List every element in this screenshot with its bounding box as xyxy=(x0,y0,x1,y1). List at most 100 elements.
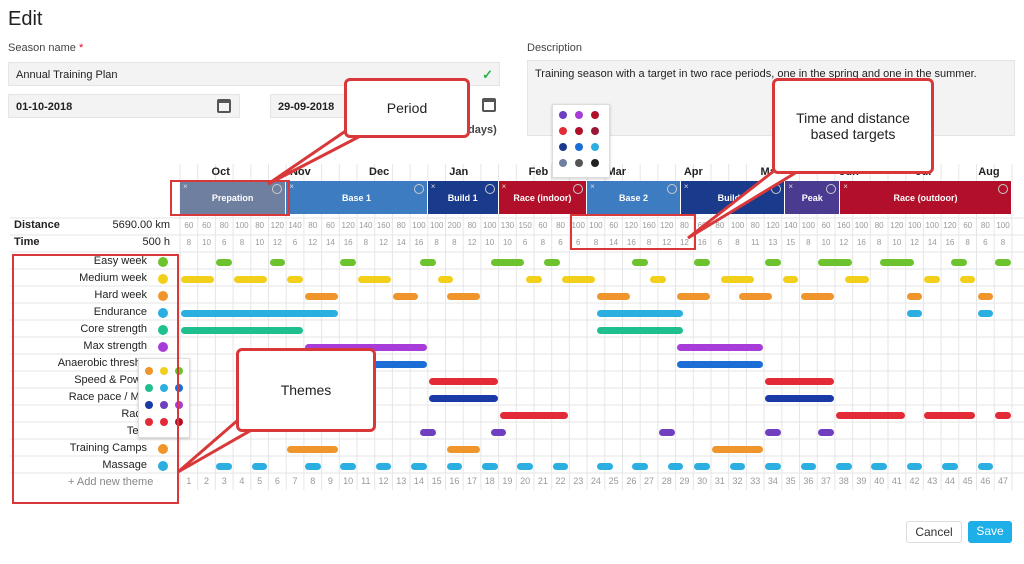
distance-cell[interactable]: 60 xyxy=(963,221,973,230)
distance-cell[interactable]: 120 xyxy=(766,221,780,230)
distance-cell[interactable]: 80 xyxy=(750,221,760,230)
color-circle-icon[interactable] xyxy=(573,184,584,194)
distance-cell[interactable]: 80 xyxy=(219,221,229,230)
time-cell[interactable]: 12 xyxy=(308,238,318,247)
time-cell[interactable]: 15 xyxy=(786,238,796,247)
close-icon[interactable]: × xyxy=(590,182,595,191)
distance-cell[interactable]: 60 xyxy=(821,221,831,230)
time-cell[interactable]: 10 xyxy=(821,238,831,247)
color-swatch[interactable] xyxy=(575,111,583,119)
theme-color-dot[interactable] xyxy=(158,308,168,318)
distance-cell[interactable]: 80 xyxy=(715,221,725,230)
theme-bar[interactable] xyxy=(419,429,436,436)
time-cell[interactable]: 14 xyxy=(609,238,619,247)
theme-bar[interactable] xyxy=(349,361,427,368)
distance-cell[interactable]: 80 xyxy=(308,221,318,230)
theme-bar[interactable] xyxy=(924,276,941,283)
close-icon[interactable]: × xyxy=(683,182,689,191)
color-swatch[interactable] xyxy=(160,418,168,426)
color-circle-icon[interactable] xyxy=(826,184,837,194)
theme-bar[interactable] xyxy=(632,463,649,470)
distance-cell[interactable]: 100 xyxy=(412,221,426,230)
color-swatch[interactable] xyxy=(160,367,168,375)
distance-cell[interactable]: 80 xyxy=(874,221,884,230)
theme-bar[interactable] xyxy=(871,463,887,470)
theme-label[interactable]: Anaerobic thresho xyxy=(57,357,147,369)
distance-cell[interactable]: 80 xyxy=(255,221,265,230)
theme-bar[interactable] xyxy=(269,259,286,266)
theme-bar[interactable] xyxy=(880,259,914,266)
theme-bar[interactable] xyxy=(835,463,852,470)
distance-cell[interactable]: 100 xyxy=(483,221,497,230)
theme-bar[interactable] xyxy=(906,293,923,300)
theme-bar[interactable] xyxy=(977,310,994,317)
theme-bar[interactable] xyxy=(561,276,595,283)
theme-bar[interactable] xyxy=(234,276,268,283)
time-cell[interactable]: 8 xyxy=(735,238,740,247)
theme-bar[interactable] xyxy=(181,327,303,334)
theme-bar[interactable] xyxy=(517,463,533,470)
theme-bar[interactable] xyxy=(490,259,525,266)
theme-bar[interactable] xyxy=(419,259,436,266)
color-swatch[interactable] xyxy=(591,143,599,151)
color-circle-icon[interactable] xyxy=(666,184,677,194)
theme-bar[interactable] xyxy=(995,412,1011,419)
time-cell[interactable]: 6 xyxy=(558,238,563,247)
distance-cell[interactable]: 100 xyxy=(925,221,939,230)
time-cell[interactable]: 8 xyxy=(186,238,192,247)
distance-cell[interactable]: 150 xyxy=(518,221,532,230)
cancel-button[interactable]: Cancel xyxy=(906,521,962,543)
theme-bar[interactable] xyxy=(942,463,958,470)
theme-label[interactable]: Speed & Powe xyxy=(74,374,147,386)
theme-bar[interactable] xyxy=(694,259,710,266)
period-block[interactable]: Race (indoor)× xyxy=(498,181,588,214)
period-block[interactable]: Peak× xyxy=(785,181,841,214)
theme-bar[interactable] xyxy=(375,463,392,470)
theme-color-dot[interactable] xyxy=(158,325,168,335)
distance-cell[interactable]: 130 xyxy=(500,221,515,230)
distance-cell[interactable]: 80 xyxy=(980,221,990,230)
theme-bar[interactable] xyxy=(304,344,427,351)
theme-bar[interactable] xyxy=(924,412,976,419)
time-cell[interactable]: 8 xyxy=(806,238,811,247)
theme-bar[interactable] xyxy=(304,293,339,300)
distance-cell[interactable]: 100 xyxy=(854,221,869,230)
theme-bar[interactable] xyxy=(181,276,215,283)
period-block[interactable]: Race (outdoor)× xyxy=(840,181,1012,214)
distance-cell[interactable]: 60 xyxy=(202,221,211,230)
theme-color-dot[interactable] xyxy=(158,274,168,284)
distance-cell[interactable]: 120 xyxy=(341,221,355,230)
theme-bar[interactable] xyxy=(818,429,834,436)
calendar-icon[interactable] xyxy=(482,98,496,112)
close-icon[interactable]: × xyxy=(501,182,507,191)
close-icon[interactable]: × xyxy=(788,182,793,191)
theme-bar[interactable] xyxy=(251,463,268,470)
theme-bar[interactable] xyxy=(720,276,755,283)
period-block[interactable]: Base 1× xyxy=(286,181,428,214)
theme-bar[interactable] xyxy=(181,310,339,317)
color-swatch[interactable] xyxy=(575,159,583,167)
theme-bar[interactable] xyxy=(835,412,905,419)
theme-color-picker[interactable] xyxy=(138,358,190,438)
theme-bar[interactable] xyxy=(428,378,498,385)
theme-color-dot[interactable] xyxy=(158,291,168,301)
theme-bar[interactable] xyxy=(437,276,454,283)
time-cell[interactable]: 8 xyxy=(965,238,970,247)
close-icon[interactable]: × xyxy=(430,182,436,191)
distance-cell[interactable]: 120 xyxy=(624,221,639,230)
distance-cell[interactable]: 100 xyxy=(589,221,603,230)
theme-label[interactable]: Race pace / MA xyxy=(68,391,147,403)
time-cell[interactable]: 6 xyxy=(522,238,528,247)
time-cell[interactable]: 8 xyxy=(876,238,882,247)
time-cell[interactable]: 12 xyxy=(467,238,477,247)
theme-label[interactable]: Endurance xyxy=(93,306,147,318)
theme-bar[interactable] xyxy=(340,463,356,470)
distance-cell[interactable]: 100 xyxy=(801,221,816,230)
time-cell[interactable]: 10 xyxy=(892,238,902,247)
color-swatch[interactable] xyxy=(145,384,153,392)
distance-cell[interactable]: 200 xyxy=(447,221,462,230)
time-cell[interactable]: 12 xyxy=(662,238,672,247)
add-theme-button[interactable]: + Add new theme xyxy=(68,476,153,488)
color-swatch[interactable] xyxy=(175,384,183,392)
theme-bar[interactable] xyxy=(906,310,923,317)
